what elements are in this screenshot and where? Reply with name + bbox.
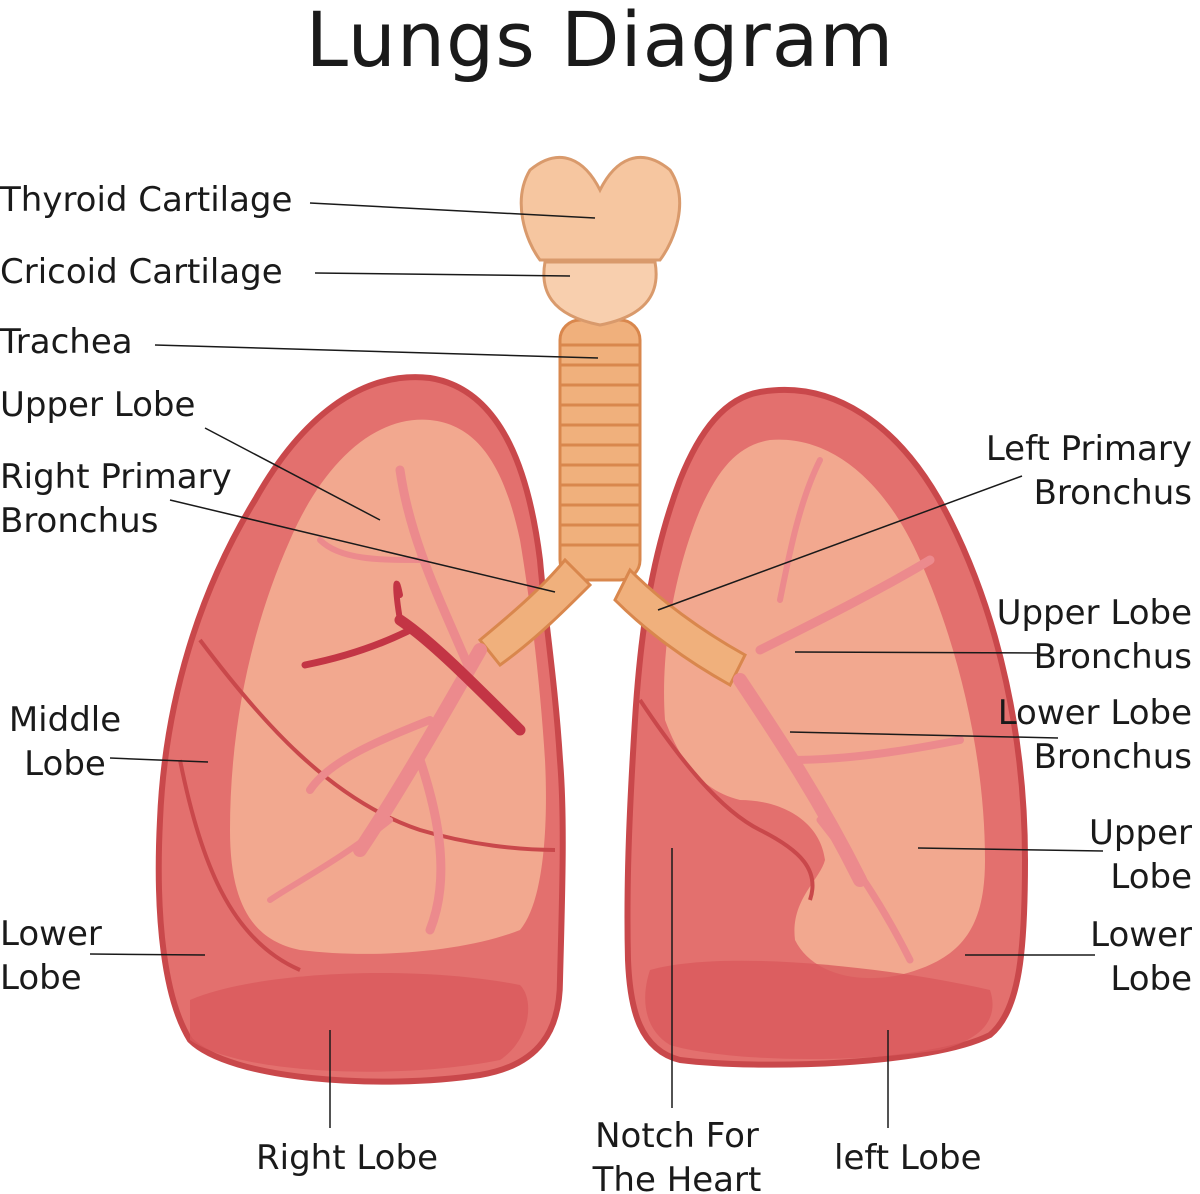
label-upper-lobe-bronchus-line2: Bronchus [1033, 637, 1192, 677]
label-lower-lobe-left-line1: Lower [1090, 915, 1192, 955]
label-notch-for-heart: Notch For The Heart [582, 1114, 772, 1194]
leader-cricoid [314, 272, 571, 277]
trachea-structure [477, 155, 747, 688]
label-left-primary-bronchus: Left Primary Bronchus [986, 427, 1192, 515]
left-lower-band [645, 960, 993, 1060]
leader-middle-lobe [109, 757, 209, 763]
leader-upper-lobe-right [204, 427, 381, 521]
label-left-primary-bronchus-line2: Bronchus [1033, 473, 1192, 513]
cricoid-cartilage-shape [542, 260, 658, 327]
trachea-tube [558, 318, 642, 582]
label-upper-lobe-bronchus-line1: Upper Lobe [996, 593, 1192, 633]
label-notch-for-heart-line2: The Heart [592, 1160, 762, 1194]
label-lower-lobe-right-line2: Lobe [0, 958, 82, 998]
label-lower-lobe-bronchus-line2: Bronchus [1033, 737, 1192, 777]
left-lung [624, 386, 1029, 1068]
label-upper-lobe-left-line1: Upper [1089, 813, 1192, 853]
right-fissure-lower [178, 759, 301, 972]
right-lung [155, 374, 566, 1085]
right-lower-lobe-band [190, 973, 529, 1072]
label-middle-lobe: Middle Lobe [0, 698, 130, 786]
pulmonary-vessels [301, 580, 526, 736]
label-lower-lobe-left-line2: Lobe [1110, 959, 1192, 999]
bronchial-tree [267, 457, 964, 964]
label-upper-lobe-right: Upper Lobe [0, 385, 196, 425]
label-middle-lobe-line1: Middle [8, 700, 122, 740]
right-lung-inner [230, 419, 546, 954]
leader-upper-lobe-bronchus [794, 651, 1041, 654]
label-right-primary-bronchus: Right Primary Bronchus [0, 455, 232, 543]
leader-trachea [154, 344, 599, 359]
label-notch-for-heart-line1: Notch For [595, 1116, 759, 1156]
trachea-rings [560, 343, 640, 547]
label-right-primary-bronchus-line1: Right Primary [0, 457, 232, 497]
leader-lines [89, 202, 1104, 1128]
label-trachea: Trachea [0, 322, 133, 362]
label-left-lobe: left Lobe [834, 1138, 982, 1178]
label-lower-lobe-left: Lower Lobe [1090, 913, 1192, 1001]
leader-left-primary-bronchus [657, 475, 1023, 611]
thyroid-cartilage-shape [519, 155, 682, 262]
label-right-lobe: Right Lobe [256, 1138, 438, 1178]
leader-thyroid [309, 202, 596, 219]
label-lower-lobe-right: Lower Lobe [0, 912, 102, 1000]
page-title: Lungs Diagram [305, 0, 895, 84]
left-main-bronchus [613, 567, 747, 688]
leader-right-primary-bronchus [169, 499, 556, 593]
leader-lower-lobe-right [89, 953, 206, 956]
label-middle-lobe-line2: Lobe [24, 744, 106, 784]
label-right-primary-bronchus-line2: Bronchus [0, 501, 159, 541]
label-upper-lobe-left-line2: Lobe [1110, 857, 1192, 897]
label-thyroid-cartilage: Thyroid Cartilage [0, 180, 293, 220]
label-lower-lobe-bronchus: Lower Lobe Bronchus [998, 691, 1192, 779]
label-left-primary-bronchus-line1: Left Primary [985, 429, 1192, 469]
leader-upper-lobe-left [917, 847, 1104, 852]
heart-notch-edge [638, 698, 815, 901]
label-lower-lobe-right-line1: Lower [0, 914, 102, 954]
label-upper-lobe-left: Upper Lobe [1089, 811, 1192, 899]
label-lower-lobe-bronchus-line1: Lower Lobe [997, 693, 1192, 733]
label-cricoid-cartilage: Cricoid Cartilage [0, 252, 283, 292]
leader-lower-lobe-bronchus [789, 731, 1059, 739]
label-upper-lobe-bronchus: Upper Lobe Bronchus [997, 591, 1192, 679]
